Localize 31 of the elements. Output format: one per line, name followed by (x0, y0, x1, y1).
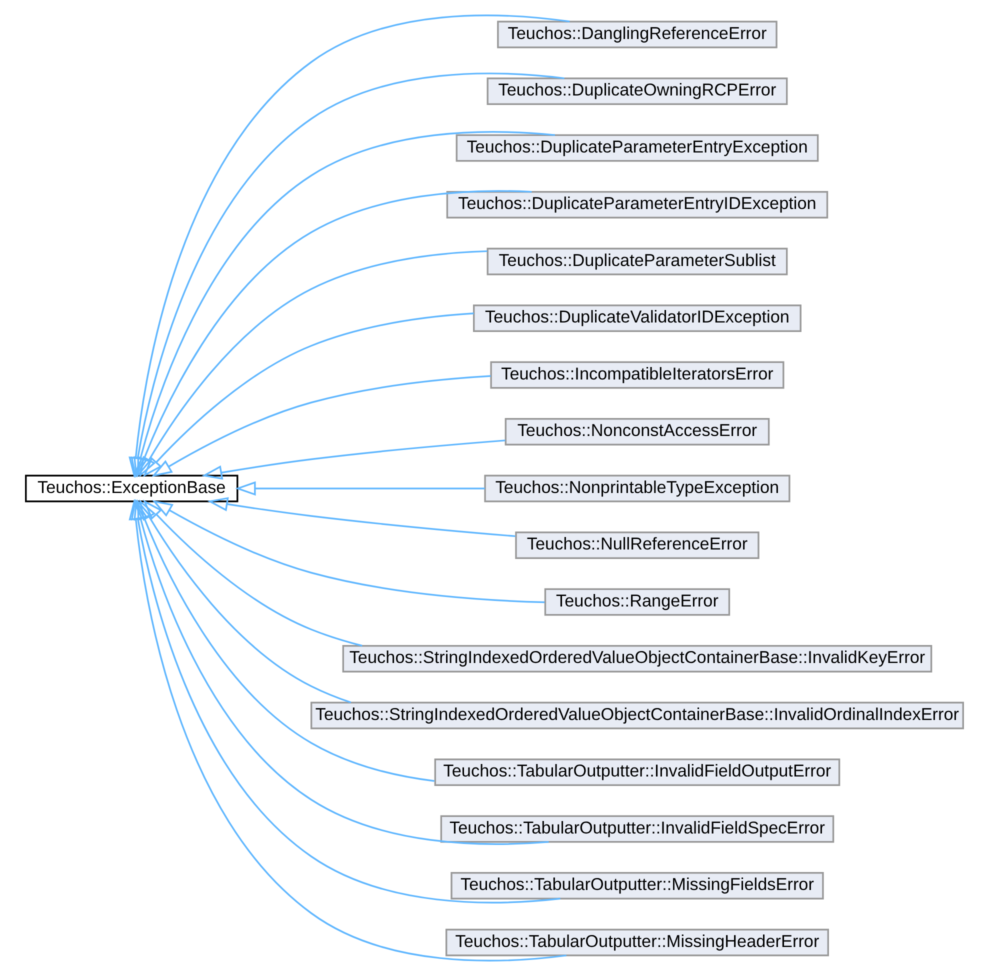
node-box: Teuchos::DuplicateValidatorIDException (472, 304, 801, 332)
node-box: Teuchos::TabularOutputter::InvalidFieldSpecError (440, 815, 834, 843)
arrow (133, 498, 548, 845)
arrow (138, 250, 487, 478)
node-box: Teuchos::DuplicateParameterEntryException (455, 134, 818, 162)
node-box: Teuchos::StringIndexedOrderedValueObjectContainerBase::InvalidOrdinalIndexError (310, 702, 964, 730)
arrow (133, 131, 555, 478)
node-box: Teuchos::DanglingReferenceError (496, 20, 777, 48)
node-box: Teuchos::TabularOutputter::InvalidFieldOutputError (434, 758, 840, 786)
node-box: Teuchos::TabularOutputter::MissingFieldsError (450, 872, 824, 900)
arrow (201, 440, 505, 480)
arrow (142, 312, 474, 478)
arrow (206, 497, 515, 538)
arrow (152, 500, 544, 604)
node-box: Teuchos::RangeError (544, 588, 730, 616)
arrow (136, 499, 434, 782)
node-box: Teuchos::DuplicateParameterSublist (486, 248, 788, 276)
arrow (151, 375, 490, 477)
arrow (138, 499, 351, 704)
node-box: Teuchos::DuplicateParameterEntryIDException (446, 190, 828, 218)
node-box: Teuchos::IncompatibleIteratorsError (490, 361, 784, 389)
node-box: Teuchos::ExceptionBase (24, 474, 238, 502)
arrow (142, 500, 362, 647)
arrow (234, 481, 484, 496)
node-box: Teuchos::StringIndexedOrderedValueObjectContainerBase::InvalidKeyError (342, 644, 932, 672)
node-box: Teuchos::DuplicateOwningRCPError (486, 77, 788, 105)
node-box: Teuchos::NonprintableTypeException (484, 474, 790, 502)
node-box: Teuchos::NonconstAccessError (504, 418, 770, 446)
node-box: Teuchos::TabularOutputter::MissingHeaderError (445, 928, 828, 956)
arrow (136, 190, 532, 478)
node-box: Teuchos::NullReferenceError (514, 531, 759, 559)
